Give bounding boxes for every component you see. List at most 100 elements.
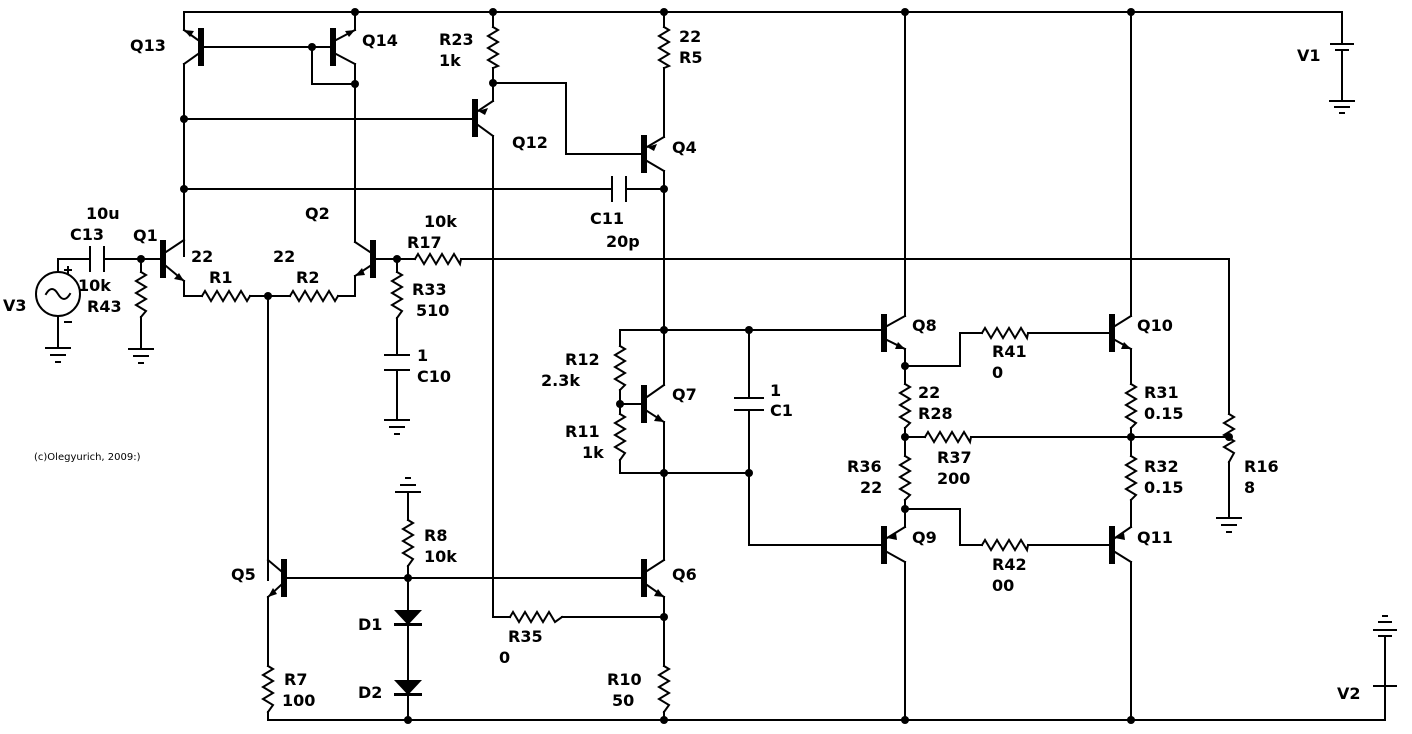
value-r33: 510: [416, 301, 449, 320]
value-c10: 1: [417, 346, 428, 365]
diodes: [394, 610, 422, 696]
label-r23: R23: [439, 30, 474, 49]
resistor-r7: [261, 664, 275, 714]
label-q4: Q4: [672, 138, 697, 157]
resistors: [134, 25, 1236, 714]
label-r16: R16: [1244, 457, 1279, 476]
label-q6: Q6: [672, 565, 697, 584]
label-v1: V1: [1297, 46, 1321, 65]
value-r17: 10k: [424, 212, 457, 231]
label-r33: R33: [412, 280, 447, 299]
transistor-q14: [330, 28, 357, 66]
source-v2: [1373, 629, 1397, 687]
source-v1: [1330, 43, 1354, 102]
ground-r43: [128, 348, 154, 364]
label-c11: C11: [590, 209, 624, 228]
label-r11: R11: [565, 422, 600, 441]
transistor-q11: [1109, 525, 1133, 564]
label-q11: Q11: [1137, 528, 1173, 547]
label-r2: R2: [296, 268, 319, 287]
copyright-note: (c)Olegyurich, 2009:): [34, 452, 141, 463]
label-q1: Q1: [133, 226, 158, 245]
label-r5: R5: [679, 48, 702, 67]
transistor-q5: [266, 558, 287, 599]
capacitors: [89, 176, 764, 411]
value-r41: 0: [992, 363, 1003, 382]
resistor-r42: [980, 538, 1030, 553]
resistor-r5: [657, 25, 672, 70]
label-q13: Q13: [130, 36, 166, 55]
resistor-r32: [1124, 454, 1138, 502]
sources-and-grounds: [35, 43, 1397, 687]
capacitor-c13: [89, 246, 105, 272]
value-r35: 0: [499, 648, 510, 667]
transistor-q2: [353, 240, 376, 278]
value-c1: 1: [770, 381, 781, 400]
value-c13: 10u: [86, 204, 120, 223]
resistor-r23: [486, 25, 501, 70]
value-r12: 2.3k: [541, 371, 580, 390]
label-c10: C10: [417, 367, 451, 386]
label-r17: R17: [407, 233, 442, 252]
ground-v2: [1378, 615, 1392, 623]
value-r37: 200: [937, 469, 970, 488]
label-r7: R7: [284, 670, 307, 689]
value-r7: 100: [282, 691, 315, 710]
resistor-r16: [1222, 412, 1236, 464]
transistor-q10: [1109, 314, 1133, 352]
label-q2: Q2: [305, 204, 330, 223]
value-r5: 22: [679, 27, 701, 46]
label-q7: Q7: [672, 385, 697, 404]
resistor-r43: [134, 270, 148, 319]
resistor-r35: [508, 610, 564, 624]
resistor-r11: [613, 412, 627, 462]
label-r8: R8: [424, 526, 447, 545]
label-c13: C13: [70, 225, 104, 244]
ground-v1: [1329, 100, 1355, 114]
wires: [57, 11, 1386, 721]
value-r23: 1k: [439, 51, 461, 70]
resistor-r8: [401, 518, 415, 568]
resistor-r28: [898, 382, 912, 430]
resistor-r31: [1124, 382, 1138, 430]
label-r31: R31: [1144, 383, 1179, 402]
value-r10: 50: [612, 691, 634, 710]
value-r43: 10k: [78, 276, 111, 295]
resistor-r41: [980, 326, 1030, 341]
transistor-q7: [641, 383, 666, 424]
transistor-q13: [182, 28, 204, 66]
label-r10: R10: [607, 670, 642, 689]
value-c11: 20p: [606, 232, 640, 251]
label-v3: V3: [3, 296, 27, 315]
value-r16: 8: [1244, 478, 1255, 497]
capacitor-c11: [611, 176, 627, 202]
resistor-r36: [898, 454, 912, 502]
value-r1: 22: [191, 247, 213, 266]
label-q12: Q12: [512, 133, 548, 152]
label-r43: R43: [87, 297, 122, 316]
value-r31: 0.15: [1144, 404, 1183, 423]
label-q10: Q10: [1137, 316, 1173, 335]
label-r12: R12: [565, 350, 600, 369]
label-r41: R41: [992, 342, 1027, 361]
ground-r16: [1216, 517, 1242, 533]
label-q8: Q8: [912, 316, 937, 335]
transistor-q8: [881, 314, 907, 352]
resistor-r2: [288, 289, 340, 303]
resistor-r17: [413, 252, 463, 267]
source-v3: [35, 266, 81, 323]
resistor-r1: [200, 289, 252, 303]
resistor-r33: [390, 270, 404, 320]
label-r32: R32: [1144, 457, 1179, 476]
capacitor-c1: [734, 397, 764, 411]
resistor-r10: [657, 664, 671, 714]
value-r8: 10k: [424, 547, 457, 566]
resistor-r37: [923, 430, 973, 445]
diode-d2: [394, 680, 422, 696]
diode-d1: [394, 610, 422, 626]
value-r28: 22: [918, 383, 940, 402]
label-d1: D1: [358, 615, 382, 634]
capacitor-c10: [384, 354, 410, 371]
label-r1: R1: [209, 268, 232, 287]
